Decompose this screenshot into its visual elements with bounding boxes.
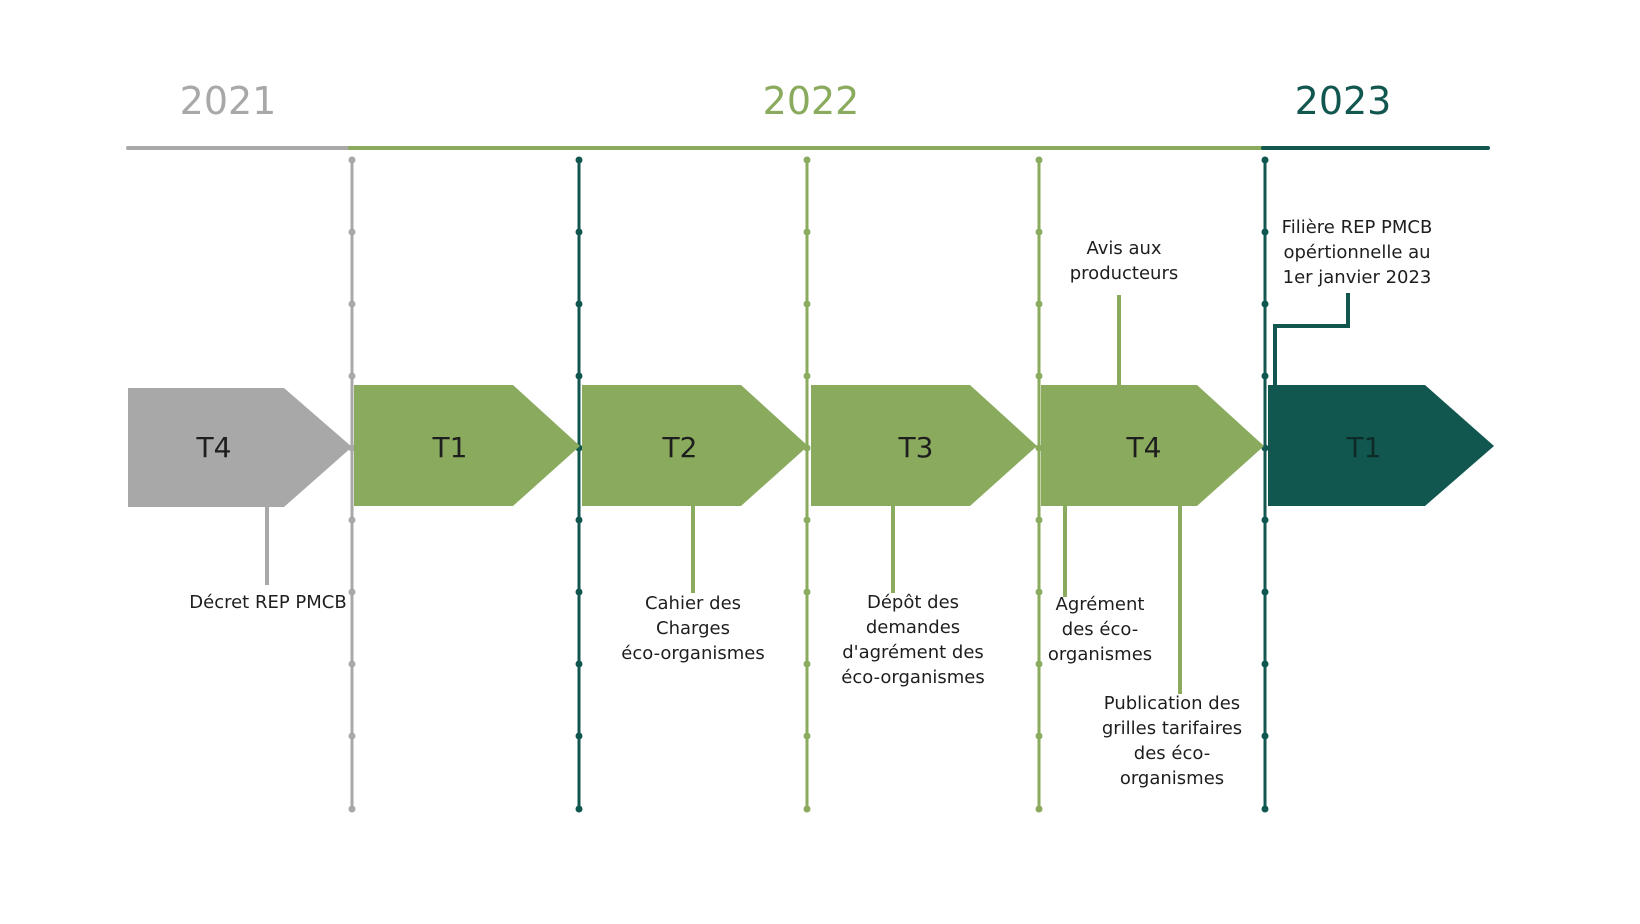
event-cahier-des-charges: Cahier des Charges éco-organismes	[621, 593, 765, 664]
quarter-label-t1-2022: T1	[432, 431, 468, 464]
quarter-label-t1-2023: T1	[1346, 431, 1382, 464]
year-label-2021: 2021	[179, 79, 277, 123]
event-filiere-operationnelle: Filière REP PMCB opértionnelle au 1er ja…	[1281, 217, 1433, 288]
divider-2	[575, 156, 583, 813]
event-avis-aux-producteurs: Avis aux producteurs	[1069, 238, 1179, 284]
event-depot-des-demandes: Dépôt des demandes d'agrément des éco-or…	[841, 592, 985, 688]
divider-1	[348, 156, 356, 813]
event-agrement: Agrément des éco- organismes	[1047, 594, 1153, 665]
connector-filiere	[1273, 293, 1350, 385]
quarter-arrow-t2-2022	[582, 385, 808, 506]
quarter-arrow-t4-2021	[128, 388, 352, 507]
quarter-arrow-t1-2023	[1268, 385, 1494, 506]
quarter-arrow-t4-2022	[1041, 385, 1264, 506]
quarter-arrow-t3-2022	[811, 385, 1037, 506]
event-decret-rep-pmcb: Décret REP PMCB	[189, 592, 347, 613]
event-publication-grilles: Publication des grilles tarifaires des é…	[1101, 693, 1243, 789]
quarter-label-t2-2022: T2	[662, 431, 698, 464]
quarter-label-t4-2021: T4	[196, 431, 232, 464]
quarter-label-t4-2022: T4	[1126, 431, 1162, 464]
quarter-label-t3-2022: T3	[898, 431, 934, 464]
year-label-2023: 2023	[1294, 79, 1392, 123]
divider-3	[803, 156, 811, 813]
divider-4	[1035, 156, 1043, 813]
quarter-arrow-t1-2022	[354, 385, 580, 506]
divider-5	[1261, 156, 1269, 813]
year-label-2022: 2022	[762, 79, 860, 123]
